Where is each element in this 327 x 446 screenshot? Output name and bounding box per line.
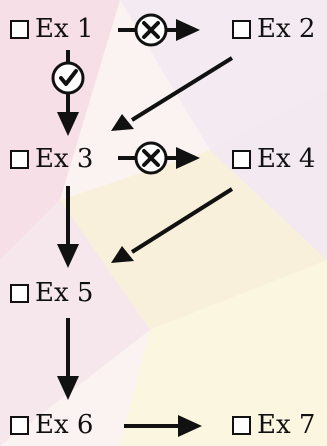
- node-label: Ex 3: [35, 144, 94, 174]
- node-ex1[interactable]: Ex 1: [10, 16, 93, 42]
- edge-ex1-ex2: [118, 13, 200, 47]
- edge-ex3-ex5: [57, 186, 79, 268]
- edge-ex6-ex7: [124, 415, 202, 437]
- edge-ex3-ex4: [118, 141, 200, 175]
- node-label: Ex 1: [35, 14, 94, 44]
- checkbox[interactable]: [10, 19, 29, 39]
- node-ex6[interactable]: Ex 6: [10, 412, 93, 438]
- x-mark-icon: [134, 13, 168, 47]
- node-ex2[interactable]: Ex 2: [232, 16, 315, 42]
- node-ex4[interactable]: Ex 4: [232, 146, 315, 172]
- checkbox[interactable]: [10, 149, 29, 169]
- checkbox[interactable]: [10, 415, 29, 435]
- checkmark-icon: [51, 61, 85, 95]
- node-label: Ex 4: [257, 144, 316, 174]
- checkbox[interactable]: [232, 149, 251, 169]
- checkbox[interactable]: [232, 19, 251, 39]
- node-label: Ex 7: [257, 410, 316, 440]
- edge-ex4-ex5: [111, 187, 234, 263]
- node-ex3[interactable]: Ex 3: [10, 146, 93, 172]
- checkbox[interactable]: [10, 283, 29, 303]
- edge-ex5-ex6: [57, 318, 79, 400]
- node-ex5[interactable]: Ex 5: [10, 280, 93, 306]
- node-label: Ex 2: [257, 14, 316, 44]
- node-label: Ex 6: [35, 410, 94, 440]
- node-label: Ex 5: [35, 278, 94, 308]
- edge-ex1-ex3: [51, 50, 85, 136]
- node-ex7[interactable]: Ex 7: [232, 412, 315, 438]
- x-mark-icon: [134, 141, 168, 175]
- checkbox[interactable]: [232, 415, 251, 435]
- edge-ex2-ex3: [111, 56, 234, 131]
